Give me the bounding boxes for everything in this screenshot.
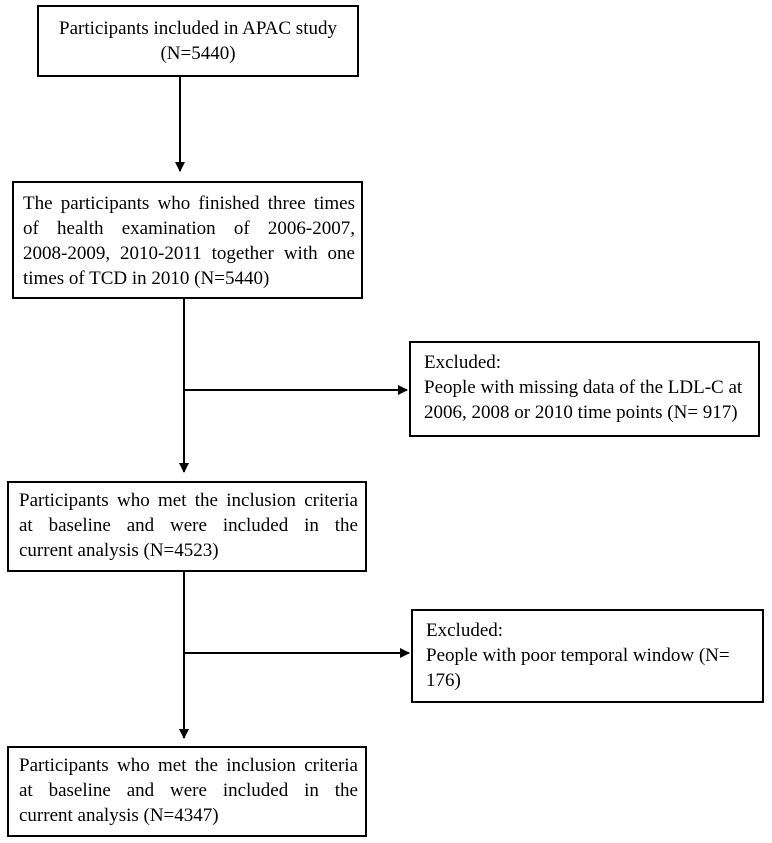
box-included-analysis-1-line-3: current analysis (N=4523) [19,540,219,561]
box-health-examination: The participants who finished three time… [12,181,363,299]
box-included-analysis-final: Participants who met the inclusion crite… [7,746,367,837]
box-exclusion-temporal-window-line-1: Excluded: [426,620,504,641]
box-exclusion-ldl-line-1: Excluded: [424,352,502,373]
box-health-examination-line-3: 2008-2009, 2010-2011 together with one [23,243,355,264]
box-exclusion-temporal-window-line-3: 176) [426,670,461,691]
box-exclusion-ldl-line-2: People with missing data of the LDL-C at [424,377,743,398]
box-health-examination-line-4: times of TCD in 2010 (N=5440) [23,268,270,289]
box-exclusion-ldl: Excluded: People with missing data of th… [409,341,760,437]
box-included-analysis-final-line-1: Participants who met the inclusion crite… [19,755,358,776]
box-included-analysis-final-line-2: at baseline and were included in the [19,780,358,801]
box-participants-included-line-1: Participants included in APAC study [59,18,337,39]
box-health-examination-line-2: of health examination of 2006-2007, [23,218,355,239]
box-included-analysis-1-line-2: at baseline and were included in the [19,515,358,536]
box-included-analysis-final-line-3: current analysis (N=4347) [19,805,219,826]
box-exclusion-ldl-line-3: 2006, 2008 or 2010 time points (N= 917) [424,402,738,423]
box-exclusion-temporal-window-line-2: People with poor temporal window (N= [426,645,730,666]
box-included-analysis-1: Participants who met the inclusion crite… [7,481,367,572]
box-participants-included: Participants included in APAC study (N=5… [37,5,359,77]
box-participants-included-line-2: (N=5440) [160,43,236,64]
box-included-analysis-1-line-1: Participants who met the inclusion crite… [19,490,358,511]
box-health-examination-line-1: The participants who finished three time… [23,193,355,214]
box-exclusion-temporal-window: Excluded: People with poor temporal wind… [411,609,764,703]
